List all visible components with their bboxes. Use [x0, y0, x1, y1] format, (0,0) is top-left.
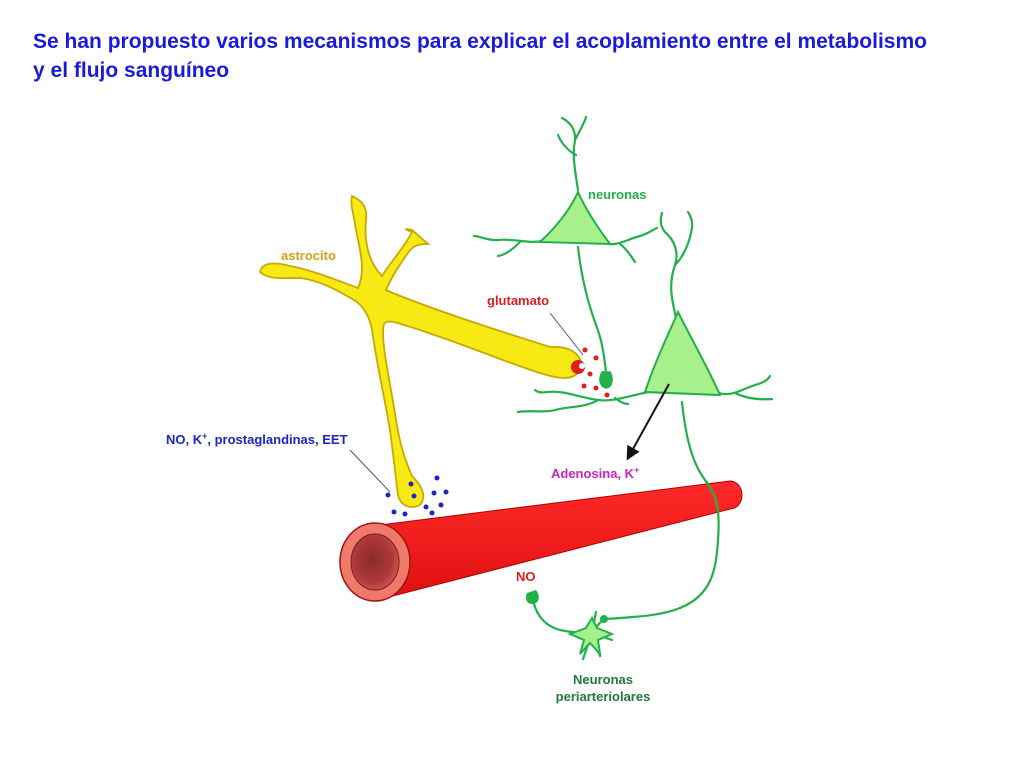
neuron-middle — [516, 210, 774, 621]
neuron-upper-soma — [537, 189, 613, 246]
glutamate-release — [571, 347, 610, 398]
label-messengers: NO, K+, prostaglandinas, EET — [166, 431, 348, 447]
label-neuronas: neuronas — [588, 187, 647, 202]
neuron-upper-terminal — [599, 371, 613, 389]
neuron-upper — [472, 115, 659, 374]
label-periarteriolares-line1: Neuronas — [573, 672, 633, 687]
glutamato-leader-line — [549, 312, 584, 356]
vessel-lumen — [350, 533, 400, 591]
label-astrocito: astrocito — [281, 248, 336, 263]
neuron-middle-soma — [643, 309, 722, 397]
messengers-leader-line — [349, 449, 391, 493]
astrocyte-body — [259, 194, 583, 508]
periarteriolar-neuron-soma — [567, 615, 615, 658]
label-glutamato: glutamato — [487, 293, 549, 308]
astrocyte-messengers — [385, 475, 449, 517]
label-adenosina: Adenosina, K+ — [551, 465, 639, 481]
periarteriolar-terminal — [525, 590, 539, 605]
label-periarteriolares-line2: periarteriolares — [556, 689, 651, 704]
blood-vessel — [339, 480, 743, 602]
adenosina-arrow — [626, 383, 670, 461]
label-no: NO — [516, 569, 536, 584]
page-title: Se han propuesto varios mecanismos para … — [33, 30, 927, 82]
